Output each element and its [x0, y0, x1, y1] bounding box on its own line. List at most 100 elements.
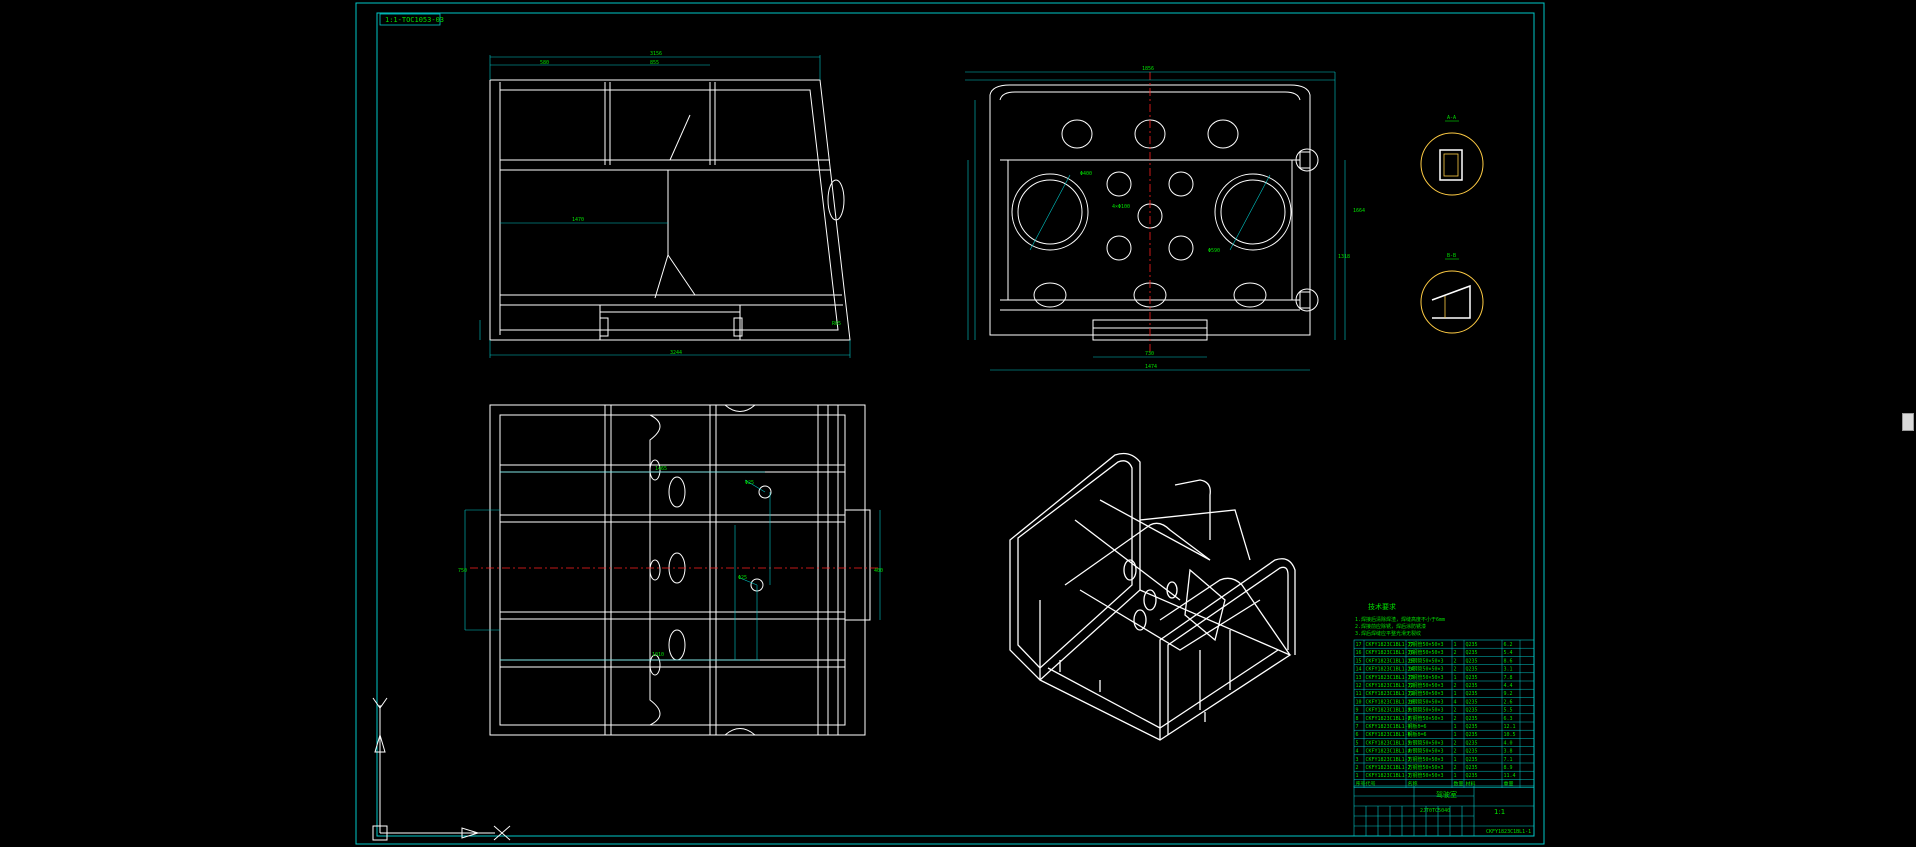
- bom-cell: CKFY1823C1BL1-15: [1366, 658, 1414, 664]
- bom-cell: 方钢管50×50×3: [1408, 772, 1444, 779]
- bom-cell: 2: [1454, 740, 1457, 746]
- bom-cell: CKFY1823C1BL1-10: [1366, 699, 1414, 705]
- bom-cell: 5: [1356, 740, 1359, 746]
- bom-cell: 11: [1356, 691, 1362, 697]
- bom-cell: 方钢管50×50×3: [1408, 739, 1444, 746]
- bom-cell: CKFY1823C1BL1-13: [1366, 675, 1414, 681]
- bom-cell: 8: [1356, 716, 1359, 722]
- top-dim-2: Φ25: [745, 480, 754, 486]
- bom-cell: 8.9: [1504, 765, 1513, 771]
- bom-cell: 方钢管50×50×3: [1408, 707, 1444, 714]
- bom-cell: Q235: [1466, 650, 1478, 656]
- bom-cell: 16: [1356, 650, 1362, 656]
- bom-cell: CKFY1823C1BL1-17: [1366, 642, 1414, 648]
- top-view-dimensions: [464, 471, 881, 661]
- bom-cell: Q235: [1466, 724, 1478, 730]
- top-dim-6: 400: [874, 568, 883, 574]
- front-dim-top-width: 3156: [650, 51, 662, 57]
- ucs-icon: [372, 697, 511, 841]
- side-dim-height-right2: 1318: [1338, 254, 1350, 260]
- front-dim-top-left: 580: [540, 60, 549, 66]
- bom-cell: 方钢管50×50×3: [1408, 641, 1444, 648]
- bom-cell: 2: [1454, 716, 1457, 722]
- front-dim-bottom: 3244: [670, 350, 682, 356]
- bom-cell: 1: [1356, 773, 1359, 779]
- title-block-scale: 1:1: [1494, 808, 1505, 816]
- vertical-scrollbar[interactable]: [1900, 0, 1916, 847]
- bom-cell: Q235: [1466, 708, 1478, 714]
- section-detail-a[interactable]: A-A: [1420, 115, 1484, 196]
- bom-cell: CKFY1823C1BL1-11: [1366, 691, 1414, 697]
- side-dim-hole-small: 4×Φ100: [1112, 204, 1130, 210]
- bom-cell: 9.2: [1504, 691, 1513, 697]
- bom-cell: CKFY1823C1BL1-2: [1366, 765, 1411, 771]
- bom-header-cell: 名称: [1408, 780, 1418, 787]
- bom-cell: 2: [1454, 749, 1457, 755]
- front-dim-radius: R65: [832, 321, 841, 327]
- side-dim-bottom-width: 1474: [1145, 364, 1157, 370]
- tech-req-line-1: 1.焊接后清除焊渣，焊缝高度不小于6mm: [1355, 616, 1445, 623]
- bom-header-cell: 材料: [1466, 780, 1476, 787]
- bom-cell: 5.5: [1504, 708, 1513, 714]
- bom-cell: 2: [1356, 765, 1359, 771]
- bom-header-cell: 代号: [1366, 780, 1376, 787]
- bom-cell: Q235: [1466, 683, 1478, 689]
- top-dim-3: Φ25: [738, 575, 747, 581]
- bom-cell: 4.4: [1504, 683, 1513, 689]
- bom-cell: 1: [1454, 732, 1457, 738]
- bom-cell: 6: [1356, 732, 1359, 738]
- bom-cell: 6.3: [1504, 716, 1513, 722]
- bom-cell: 1: [1454, 757, 1457, 763]
- bom-cell: 1: [1454, 691, 1457, 697]
- bom-cell: CKFY1823C1BL1-7: [1366, 724, 1411, 730]
- bom-cell: 1: [1454, 773, 1457, 779]
- bom-cell: CKFY1823C1BL1-1: [1366, 773, 1411, 779]
- ucs-y-label: Y: [374, 699, 375, 701]
- bom-cell: 钢板δ=6: [1408, 731, 1427, 738]
- bom-cell: Q235: [1466, 658, 1478, 664]
- ucs-x-label: X: [500, 829, 501, 831]
- bom-cell: 14: [1356, 667, 1362, 673]
- bom-cell: 3.8: [1504, 749, 1513, 755]
- bom-cell: 方钢管50×50×3: [1408, 715, 1444, 722]
- top-view[interactable]: [489, 404, 871, 736]
- section-b-label: B-B: [1447, 253, 1456, 259]
- bom-cell: 10: [1356, 699, 1362, 705]
- bom-cell: 方钢管50×50×3: [1408, 657, 1444, 664]
- isometric-view[interactable]: [1009, 452, 1296, 741]
- scrollbar-thumb[interactable]: [1902, 413, 1914, 431]
- drawing-code-box: 1:1-TOC1053-03: [379, 13, 444, 26]
- bom-cell: 方钢管50×50×3: [1408, 674, 1444, 681]
- bom-cell: CKFY1823C1BL1-5: [1366, 740, 1411, 746]
- title-block-drawing-no: CKFY1823C1BL1-1: [1486, 829, 1531, 835]
- bom-cell: Q235: [1466, 642, 1478, 648]
- bom-cell: Q235: [1466, 773, 1478, 779]
- bom-cell: 2: [1454, 683, 1457, 689]
- bom-cell: CKFY1823C1BL1-16: [1366, 650, 1414, 656]
- bom-cell: 2.6: [1504, 699, 1513, 705]
- bom-cell: CKFY1823C1BL1-4: [1366, 749, 1411, 755]
- section-a-label: A-A: [1447, 115, 1456, 121]
- bom-cell: 1: [1454, 642, 1457, 648]
- bom-cell: 2: [1454, 708, 1457, 714]
- bom-cell: 3: [1356, 757, 1359, 763]
- bom-cell: CKFY1823C1BL1-9: [1366, 708, 1411, 714]
- title-block[interactable]: [1353, 785, 1535, 837]
- section-detail-b[interactable]: B-B: [1420, 253, 1484, 334]
- bom-cell: 方钢管50×50×3: [1408, 649, 1444, 656]
- side-dim-hole-big: Φ400: [1080, 171, 1092, 177]
- sheet-inner-border: [376, 12, 1535, 837]
- bom-header-cell: 重量: [1504, 780, 1514, 787]
- bom-cell: CKFY1823C1BL1-14: [1366, 667, 1414, 673]
- bom-cell: Q235: [1466, 740, 1478, 746]
- bom-cell: 1: [1454, 675, 1457, 681]
- bom-cell: 1: [1454, 724, 1457, 730]
- bom-cell: 2: [1454, 667, 1457, 673]
- bom-cell: 7.8: [1504, 675, 1513, 681]
- side-view-dimensions: [965, 71, 1346, 371]
- bom-cell: Q235: [1466, 757, 1478, 763]
- bom-cell: Q235: [1466, 765, 1478, 771]
